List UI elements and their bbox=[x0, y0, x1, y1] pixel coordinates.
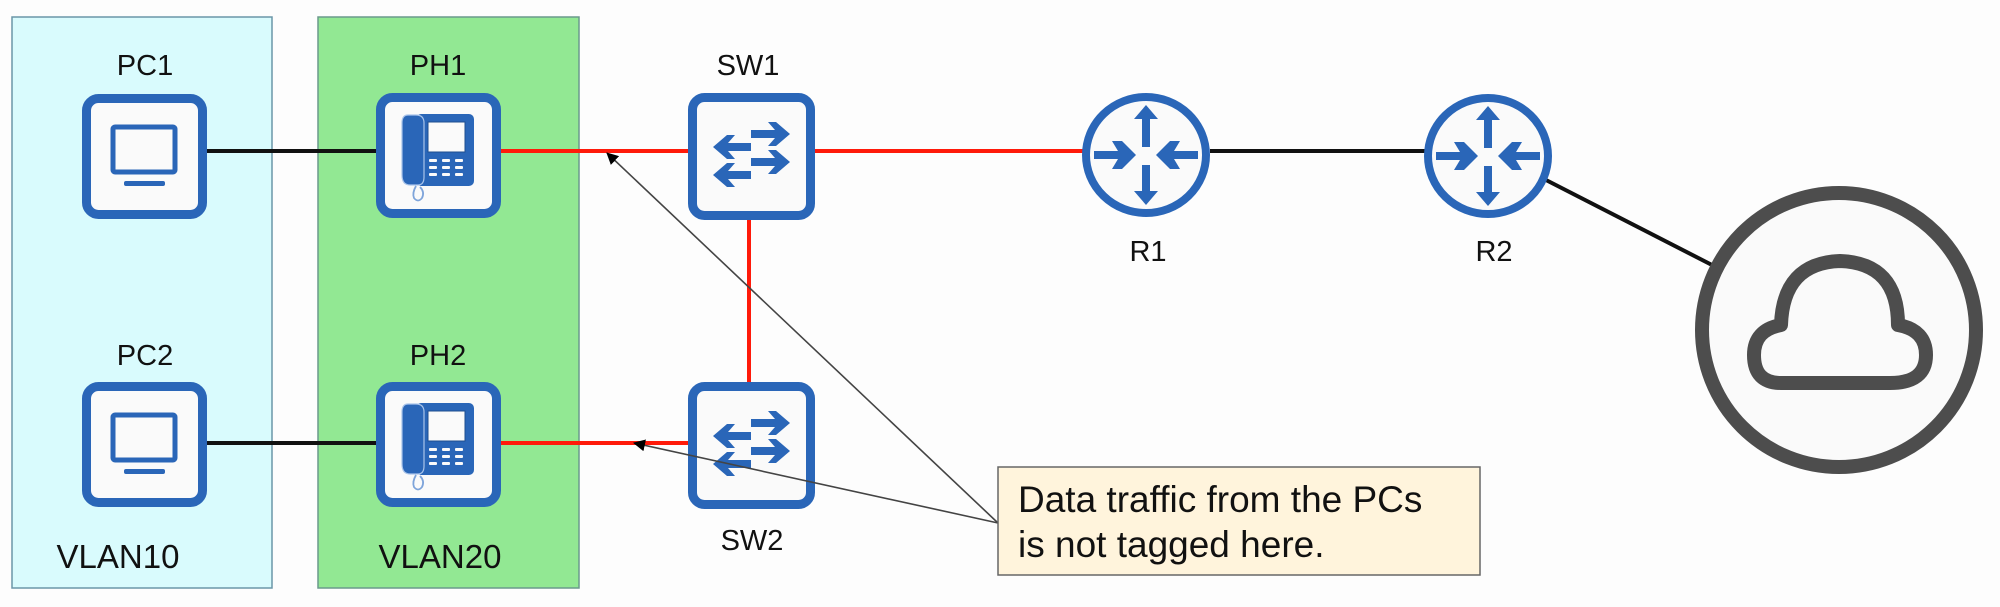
vlan10-label: VLAN10 bbox=[57, 538, 180, 575]
pc2-label: PC2 bbox=[117, 340, 173, 372]
sw1-label: SW1 bbox=[717, 50, 780, 82]
r2-device[interactable]: R2 bbox=[1424, 94, 1552, 268]
link-r2-internet bbox=[1545, 178, 1713, 267]
r1-device[interactable]: R1 bbox=[1082, 93, 1210, 268]
callout-arrow-ph2 bbox=[633, 439, 999, 524]
sw2-device[interactable]: SW2 bbox=[688, 382, 815, 558]
r2-label: R2 bbox=[1475, 236, 1512, 268]
sw2-label: SW2 bbox=[721, 525, 784, 557]
pc2-device[interactable]: PC2 bbox=[82, 340, 207, 507]
callout-note: Data traffic from the PCs is not tagged … bbox=[997, 466, 1481, 576]
callout-line-1: Data traffic from the PCs bbox=[1018, 479, 1422, 520]
ph2-label: PH2 bbox=[410, 340, 466, 372]
ph1-device[interactable]: PH1 bbox=[376, 50, 501, 218]
sw1-device[interactable]: SW1 bbox=[688, 50, 815, 220]
internet-cloud[interactable] bbox=[1695, 186, 1983, 474]
callout-line-2: is not tagged here. bbox=[1018, 524, 1325, 565]
pc1-device[interactable]: PC1 bbox=[82, 50, 207, 219]
vlan20-label: VLAN20 bbox=[379, 538, 502, 575]
ph2-device[interactable]: PH2 bbox=[376, 340, 501, 507]
callout-arrow-ph1 bbox=[606, 152, 999, 524]
r1-label: R1 bbox=[1129, 236, 1166, 268]
ph1-label: PH1 bbox=[410, 50, 466, 82]
pc1-label: PC1 bbox=[117, 50, 173, 82]
cloud-icon bbox=[1747, 254, 1933, 390]
